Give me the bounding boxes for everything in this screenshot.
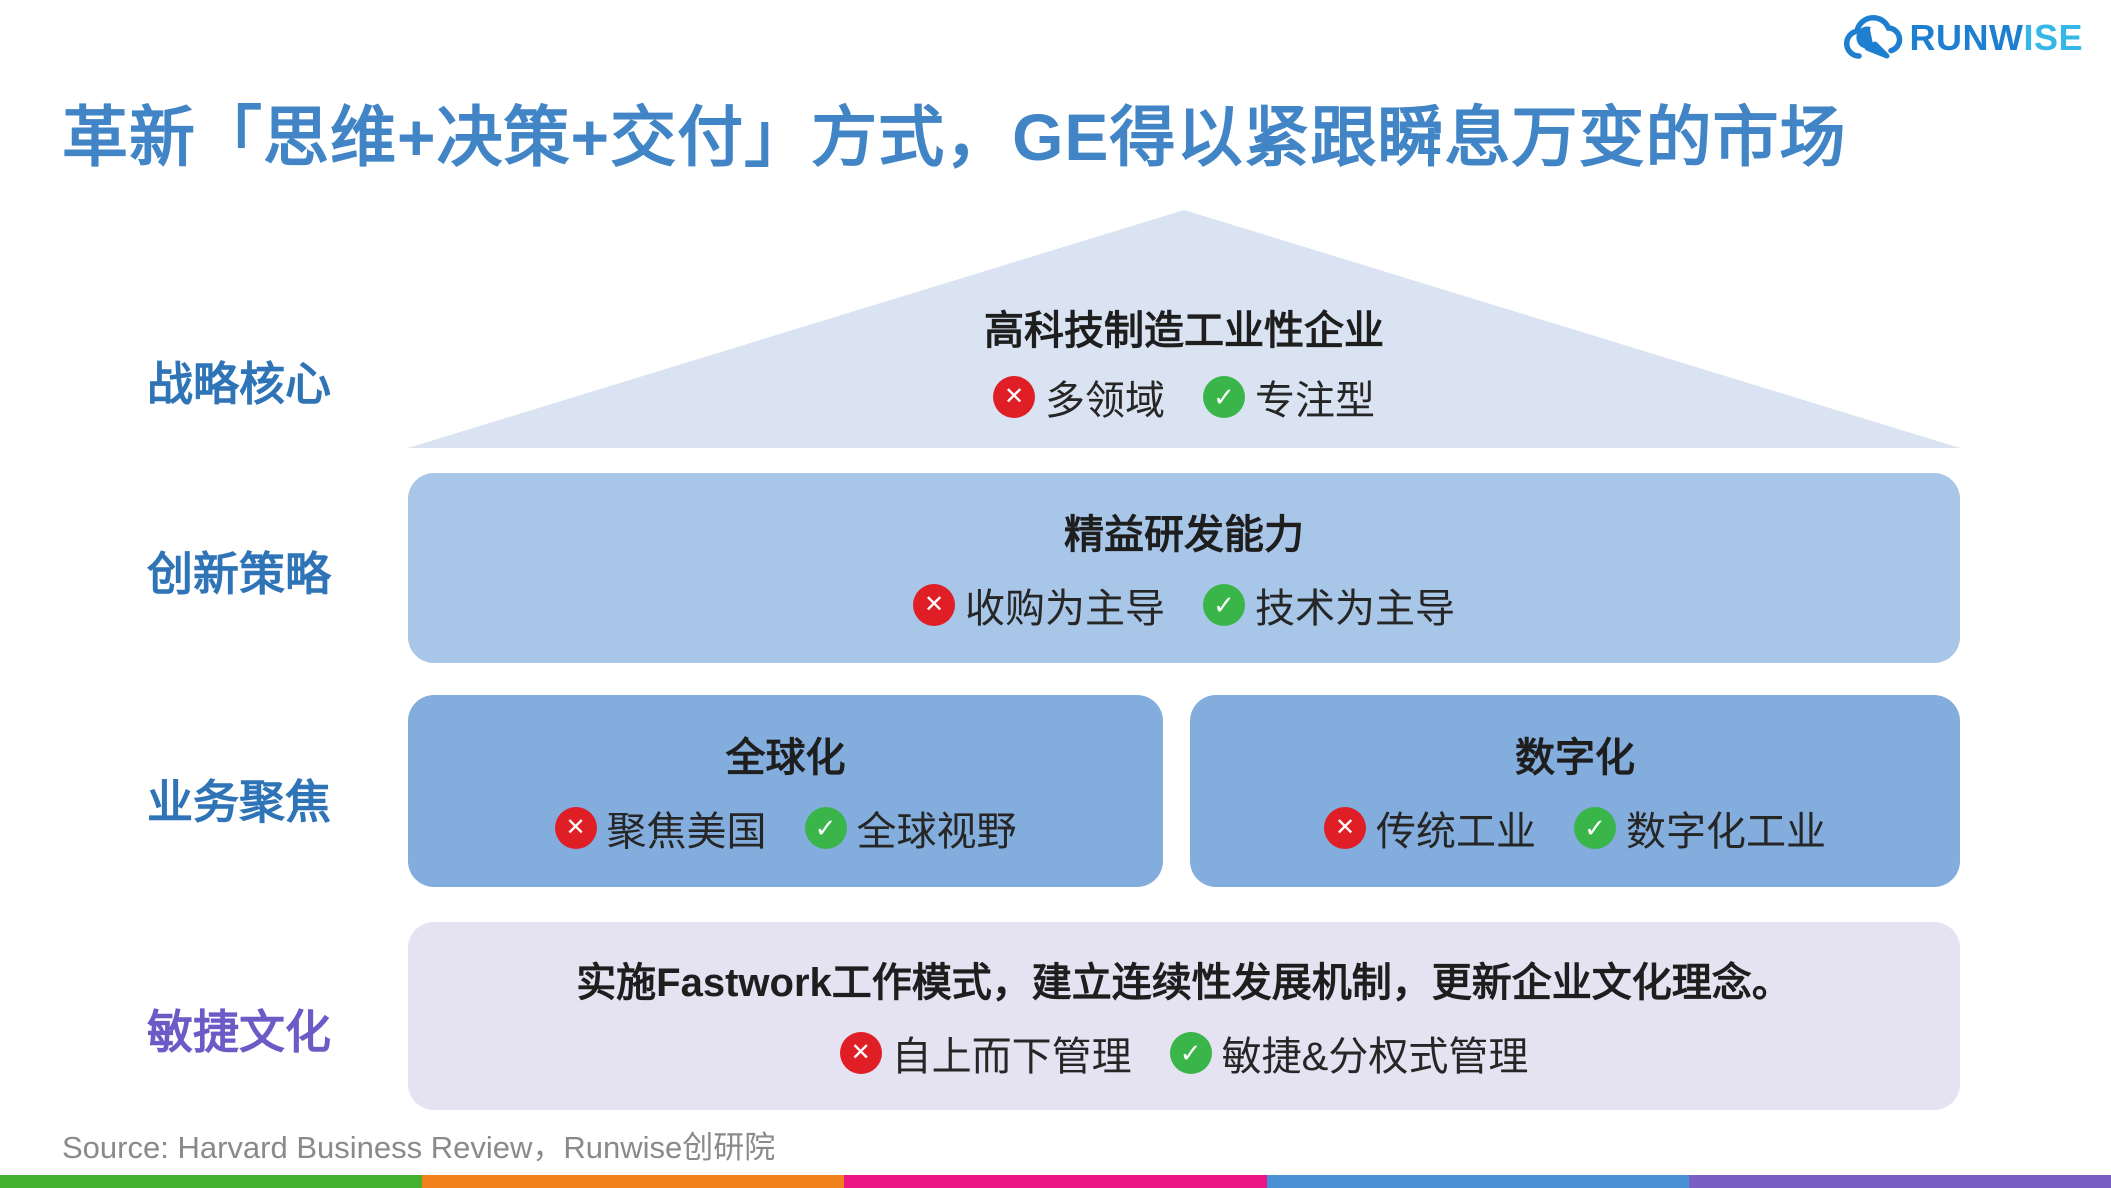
digital-heading: 数字化 xyxy=(1515,736,1635,780)
pyramid-apex-triangle: 高科技制造工业性企业 ✕ 多领域 ✓ 专注型 xyxy=(408,210,1960,448)
negative-item: ✕ 聚焦美国 xyxy=(554,799,767,857)
check-icon: ✓ xyxy=(1203,376,1245,418)
footer-color-bar-segment xyxy=(422,1175,845,1188)
global-heading: 全球化 xyxy=(725,736,846,780)
footer-color-bar-segment xyxy=(844,1175,1267,1188)
row-label-business-focus: 业务聚焦 xyxy=(147,776,331,828)
positive-item-label: 全球视野 xyxy=(856,810,1017,854)
cross-icon: ✕ xyxy=(1324,807,1366,849)
row-label-agile-culture: 敏捷文化 xyxy=(147,1006,331,1058)
cross-icon: ✕ xyxy=(554,807,597,849)
positive-item: ✓ 技术为主导 xyxy=(1203,576,1455,634)
row-label-innovation-strategy: 创新策略 xyxy=(147,548,331,600)
footer-color-bar-segment xyxy=(1266,1175,1689,1188)
cross-icon: ✕ xyxy=(839,1032,882,1074)
check-icon: ✓ xyxy=(1169,1032,1212,1074)
innovation-strategy-heading: 精益研发能力 xyxy=(1064,513,1304,557)
positive-item: ✓ 数字化工业 xyxy=(1574,799,1826,857)
cross-icon: ✕ xyxy=(993,376,1035,418)
global-items: ✕ 聚焦美国 ✓ 全球视野 xyxy=(554,799,1017,857)
runwise-logo: RUNWISE xyxy=(1843,14,2083,62)
negative-item: ✕ 收购为主导 xyxy=(913,576,1165,634)
positive-item: ✓ 敏捷&分权式管理 xyxy=(1169,1024,1529,1082)
agile-culture-box: 实施Fastwork工作模式，建立连续性发展机制，更新企业文化理念。 ✕ 自上而… xyxy=(408,922,1960,1110)
runwise-wordmark: RUNWISE xyxy=(1909,20,2083,56)
wordmark-primary: RUNW xyxy=(1909,17,2024,58)
positive-item-label: 数字化工业 xyxy=(1626,810,1826,854)
row-label-strategy-core: 战略核心 xyxy=(147,358,331,410)
strategy-core-content: 高科技制造工业性企业 ✕ 多领域 ✓ 专注型 xyxy=(408,298,1960,426)
footer-color-bar xyxy=(0,1175,2111,1188)
negative-item-label: 传统工业 xyxy=(1376,810,1536,854)
digital-items: ✕ 传统工业 ✓ 数字化工业 xyxy=(1324,799,1826,857)
innovation-strategy-box: 精益研发能力 ✕ 收购为主导 ✓ 技术为主导 xyxy=(408,473,1960,663)
page-title: 革新「思维+决策+交付」方式，GE得以紧跟瞬息万变的市场 xyxy=(62,100,1847,174)
positive-item-label: 技术为主导 xyxy=(1255,587,1455,631)
negative-item: ✕ 传统工业 xyxy=(1324,799,1536,857)
check-icon: ✓ xyxy=(1203,584,1245,626)
negative-item-label: 自上而下管理 xyxy=(891,1035,1132,1079)
footer-color-bar-segment xyxy=(1688,1175,2111,1188)
positive-item: ✓ 专注型 xyxy=(1203,368,1375,426)
negative-item: ✕ 多领域 xyxy=(993,368,1165,426)
innovation-strategy-items: ✕ 收购为主导 ✓ 技术为主导 xyxy=(913,576,1455,634)
positive-item: ✓ 全球视野 xyxy=(804,799,1017,857)
agile-culture-heading: 实施Fastwork工作模式，建立连续性发展机制，更新企业文化理念。 xyxy=(576,961,1792,1005)
cross-icon: ✕ xyxy=(913,584,955,626)
check-icon: ✓ xyxy=(804,807,847,849)
source-citation: Source: Harvard Business Review，Runwise创… xyxy=(62,1130,776,1165)
runwise-cloud-icon xyxy=(1843,14,1905,62)
agile-culture-items: ✕ 自上而下管理 ✓ 敏捷&分权式管理 xyxy=(839,1024,1529,1082)
negative-item-label: 多领域 xyxy=(1045,379,1165,423)
strategy-core-items: ✕ 多领域 ✓ 专注型 xyxy=(993,368,1375,426)
business-focus-digital-box: 数字化 ✕ 传统工业 ✓ 数字化工业 xyxy=(1190,695,1960,887)
negative-item-label: 收购为主导 xyxy=(965,587,1165,631)
check-icon: ✓ xyxy=(1574,807,1616,849)
positive-item-label: 敏捷&分权式管理 xyxy=(1221,1035,1529,1079)
negative-item: ✕ 自上而下管理 xyxy=(839,1024,1132,1082)
wordmark-secondary: ISE xyxy=(2023,17,2083,58)
footer-color-bar-segment xyxy=(0,1175,423,1188)
negative-item-label: 聚焦美国 xyxy=(606,810,767,854)
strategy-core-heading: 高科技制造工业性企业 xyxy=(984,309,1384,353)
positive-item-label: 专注型 xyxy=(1255,379,1375,423)
business-focus-global-box: 全球化 ✕ 聚焦美国 ✓ 全球视野 xyxy=(408,695,1163,887)
